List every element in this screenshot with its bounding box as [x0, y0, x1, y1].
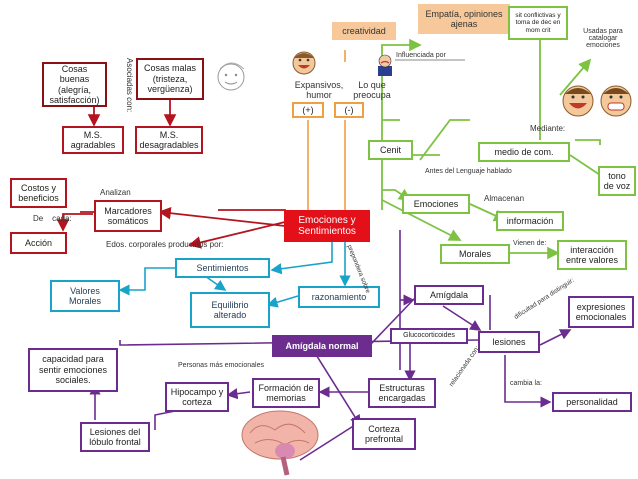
bad-things-node: Cosas malas (tristeza, vergüenza)	[136, 58, 204, 100]
expansive-humor-label: Expansivos, humor	[294, 80, 344, 100]
costs-benefits-node: Costos y beneficios	[10, 178, 67, 208]
communication-medium-node: medio de com.	[478, 142, 570, 162]
worries-label: Lo que preocupa	[353, 80, 391, 100]
moral-values-node: Valores Morales	[50, 280, 120, 312]
before-spoken-language-label: Antes del Lenguaje hablado	[425, 168, 512, 175]
more-emotional-people-label: Personas más emocionales	[178, 362, 264, 369]
brain-icon	[241, 410, 319, 476]
altered-balance-node: Equilibrio alterado	[190, 292, 270, 328]
morals-node: Morales	[440, 244, 510, 264]
somatic-markers-node: Marcadores somáticos	[94, 200, 162, 232]
empathy-node: Empatía, opiniones ajenas	[418, 4, 510, 34]
normal-amygdala-node: Amígdala normal	[272, 335, 372, 357]
influenced-by-label: Influenciada por	[396, 52, 446, 59]
personality-node: personalidad	[552, 392, 632, 412]
laughing-boy-icon	[292, 51, 316, 75]
conflict-situations-node: sit conflictivas y toma de dec en mom cr…	[508, 6, 568, 40]
emotional-expressions-node: expresiones emocionales	[568, 296, 634, 328]
body-states-label: Edos. corporales producidos por:	[106, 240, 224, 249]
worried-man-icon	[378, 54, 392, 76]
social-emotions-capacity-node: capacidad para sentir emociones sociales…	[28, 348, 118, 392]
values-interaction-node: interacción entre valores	[557, 240, 627, 270]
reasoning-node: razonamiento	[298, 286, 380, 308]
unpleasant-somatic-markers-node: M.S. desagradables	[135, 126, 203, 154]
associated-with-label: Asociadas con:	[125, 58, 134, 113]
frontal-lobe-lesions-node: Lesiones del lóbulo frontal	[80, 422, 150, 452]
face-sketch-icon	[217, 62, 245, 91]
feelings-node: Sentimientos	[175, 258, 270, 278]
memory-formation-node: Formación de memorias	[252, 378, 320, 408]
tone-of-voice-node: tono de voz	[598, 166, 636, 196]
laughing-face-icon	[562, 85, 594, 117]
information-node: información	[496, 211, 564, 231]
grinning-face-icon	[600, 85, 632, 117]
of-each-label: De cada:	[33, 214, 72, 223]
pleasant-somatic-markers-node: M.S. agradables	[62, 126, 124, 154]
negative-node: (-)	[334, 102, 364, 118]
changes-label: cambia la:	[510, 380, 542, 387]
creativity-node: creatividad	[332, 22, 396, 40]
used-to-catalog-label: Usadas para catalogar emociones	[583, 28, 623, 49]
by-means-of-label: Mediante:	[530, 124, 566, 133]
action-node: Acción	[10, 232, 67, 254]
store-label: Almacenan	[484, 194, 525, 203]
analyze-label: Analizan	[100, 188, 131, 197]
emotions-node: Emociones	[402, 194, 470, 214]
come-from-label: Vienen de:	[513, 240, 547, 247]
responsible-structures-node: Estructuras encargadas	[368, 378, 436, 408]
prefrontal-cortex-node: Corteza prefrontal	[352, 418, 416, 450]
lesions-node: lesiones	[478, 331, 540, 353]
glucocorticoids-node: Glucocorticoides	[390, 328, 468, 344]
cenit-node: Cenit	[368, 140, 413, 160]
emotions-feelings-central-node: Emociones y Sentimientos	[284, 210, 370, 242]
hippocampus-cortex-node: Hipocampo y corteza	[165, 382, 229, 412]
amygdala-node: Amígdala	[414, 285, 484, 305]
positive-node: (+)	[292, 102, 324, 118]
good-things-node: Cosas buenas (alegría, satisfacción)	[42, 62, 107, 107]
